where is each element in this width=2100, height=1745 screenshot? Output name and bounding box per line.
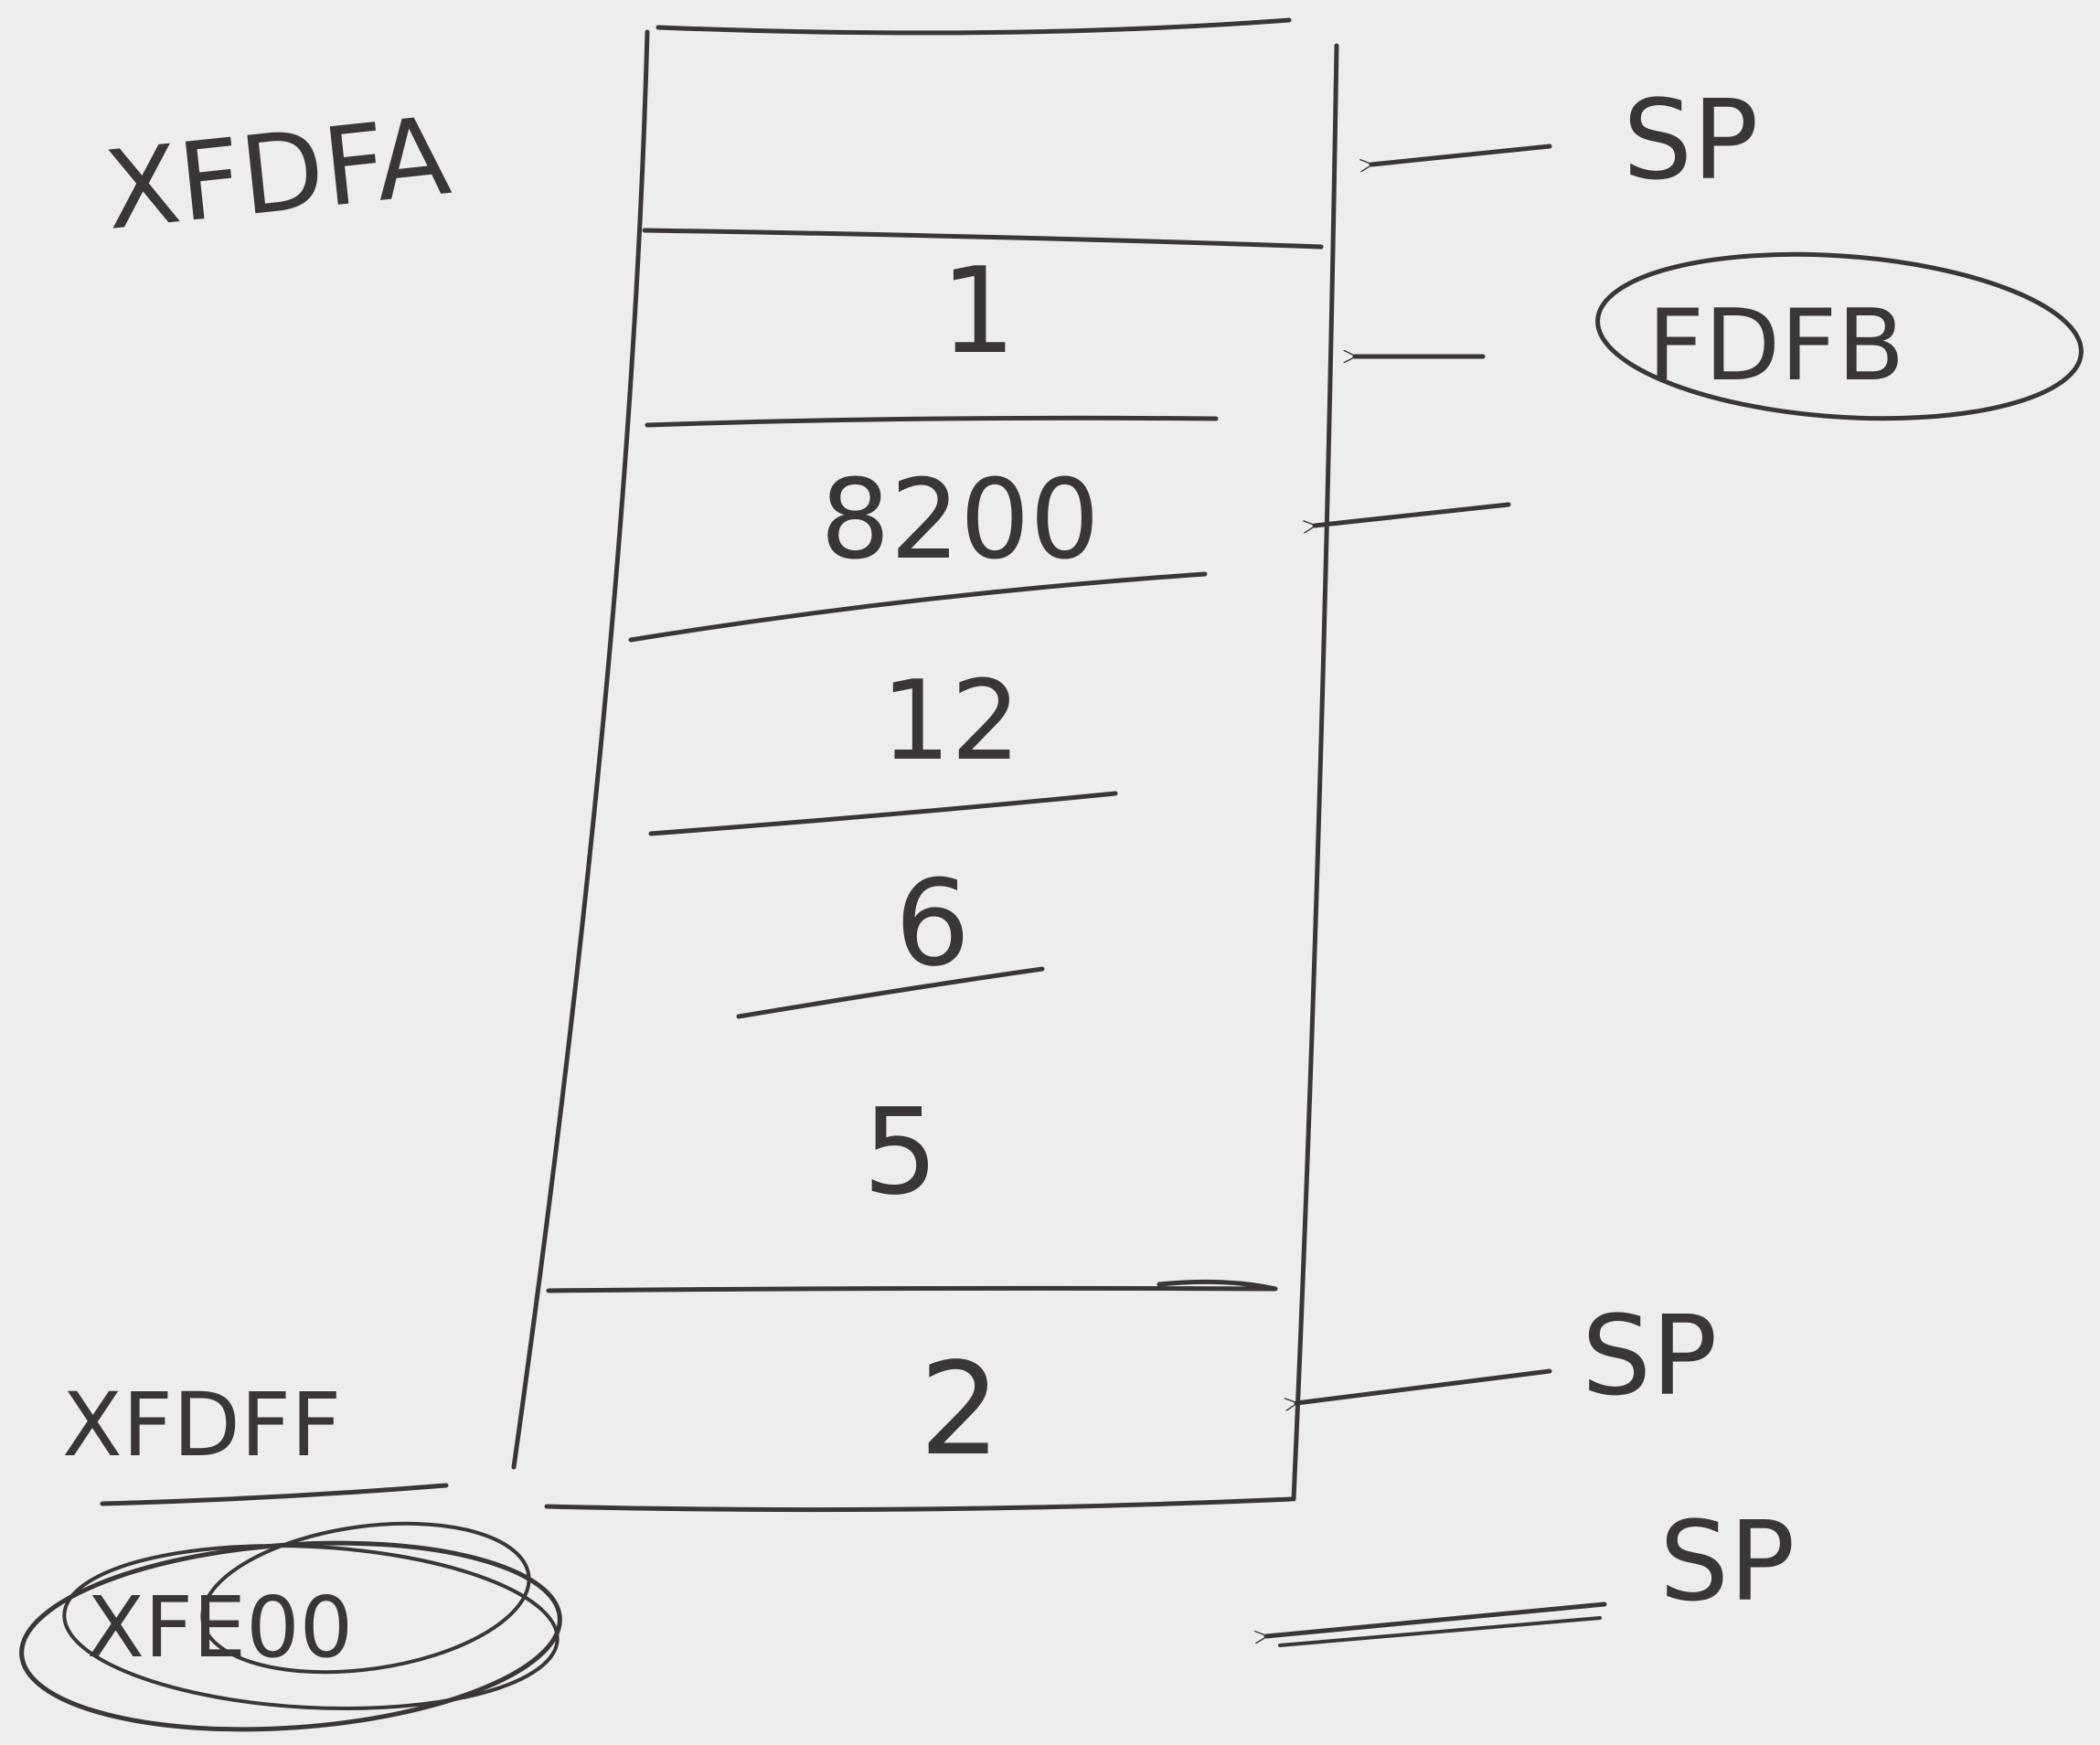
address-labels: XFDFA XFDFF XFE00 xyxy=(19,92,562,1732)
cell-dividers xyxy=(546,228,1324,1293)
stack-right-wall xyxy=(1291,43,1339,1502)
divider-3 xyxy=(628,571,1208,643)
address-xfdfa: XFDFA xyxy=(100,92,456,254)
arrow-sp-initial-double xyxy=(1278,1616,1602,1647)
divider-5 xyxy=(736,966,1045,1019)
xfdff-underline xyxy=(100,1483,449,1506)
pointer-sp-initial: SP xyxy=(1659,1499,1796,1626)
arrow-sp-initial xyxy=(1266,1601,1607,1636)
divider-6 xyxy=(546,1279,1278,1293)
pointer-sp-top: SP xyxy=(1623,78,1759,205)
arrow-sp-bottom xyxy=(1296,1368,1552,1403)
fdfb-circle xyxy=(1595,251,2084,421)
pointer-fdfb: FDFB xyxy=(1647,289,1905,403)
cell-value-2: 2 xyxy=(919,1335,1000,1484)
divider-4 xyxy=(648,791,1118,836)
arrow-sp-top xyxy=(1371,144,1552,165)
stack-left-wall xyxy=(511,29,650,1470)
pointers: SP FDFB SP SP xyxy=(1266,78,2084,1647)
xfe00-circle xyxy=(19,1521,562,1732)
address-xfe00: XFE00 xyxy=(87,1579,353,1676)
stack-box xyxy=(511,17,1339,1513)
cell-value-8200: 8200 xyxy=(820,457,1099,584)
cell-values: 1 8200 12 6 5 2 xyxy=(820,241,1099,1484)
cell-value-12: 12 xyxy=(881,658,1021,785)
divider-2 xyxy=(645,415,1219,428)
cell-value-1: 1 xyxy=(941,241,1017,380)
divider-1 xyxy=(642,228,1324,250)
arrow-8200 xyxy=(1315,502,1511,526)
cell-value-6: 6 xyxy=(895,854,971,993)
address-xfdff: XFDFF xyxy=(62,1374,341,1476)
pointer-sp-bottom: SP xyxy=(1582,1293,1718,1420)
stack-top-line xyxy=(656,17,1292,36)
cell-value-5: 5 xyxy=(863,1082,939,1221)
stack-bottom-line xyxy=(544,1496,1294,1513)
